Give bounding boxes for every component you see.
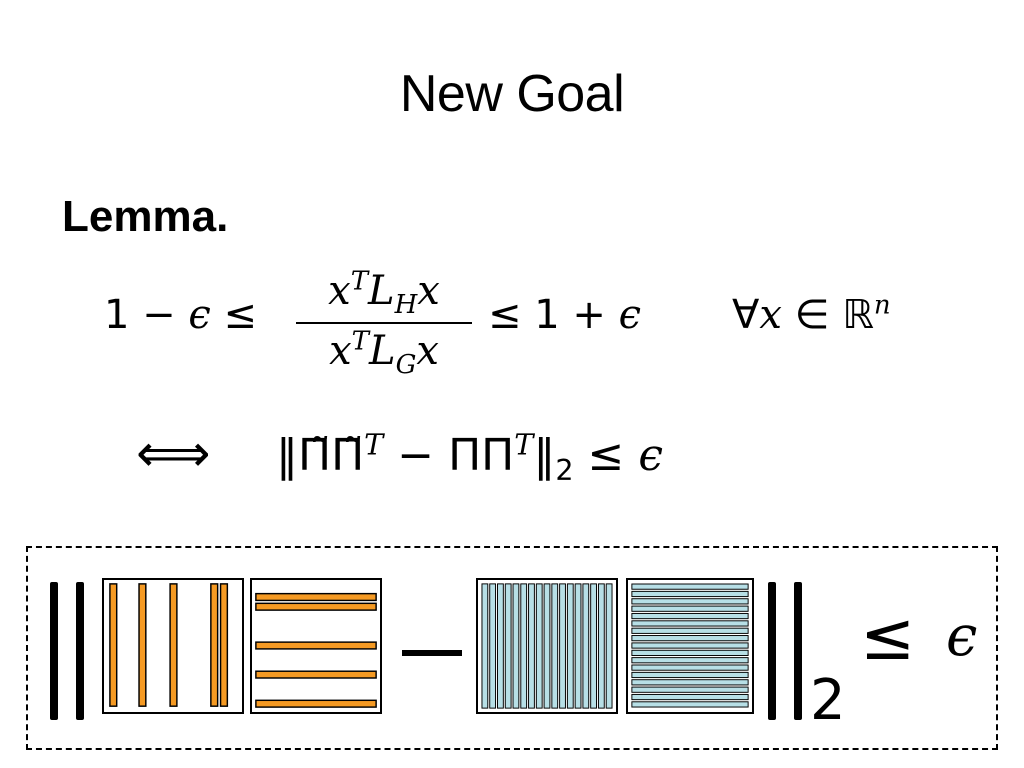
dense-column-bar [543,583,551,709]
dense-row-bar [631,598,749,605]
dense-row-bar [631,605,749,612]
row-bar [255,592,377,602]
epsilon-symbol: ϵ [946,604,978,669]
dense-row-bar [631,620,749,627]
fraction-bar [296,322,472,324]
dense-row-bar [631,693,749,701]
dense-column-bar [535,583,543,709]
dense-column-bar [590,583,597,709]
eq1-rhs: ≤ 1 + ϵ [488,292,642,338]
row-bar [255,699,377,708]
norm-bar-left-2 [76,582,84,720]
row-bar [255,670,377,679]
dense-row-bar [631,612,749,620]
column-bar [210,583,219,707]
dense-row-bar [631,657,749,664]
dense-column-bar [512,583,520,709]
eq1-lhs: 1 − ϵ ≤ [104,292,258,338]
dense-column-bar [582,583,590,709]
minus-sign [402,650,462,656]
norm-bar-right-1 [768,582,776,720]
row-bar [255,641,377,650]
dense-column-bar [481,583,489,709]
sparse-column-matrix [102,578,244,714]
dense-column-bar [566,583,574,709]
dense-column-bar [489,583,497,709]
norm-expression: ‖Π̃Π̃T − ΠΠT‖2 ≤ ϵ [276,427,664,487]
dense-column-bar [497,583,504,709]
fraction-numerator: xTLHx [328,266,440,320]
norm-bar-left-1 [50,582,58,720]
dense-row-bar [631,635,749,642]
dense-column-bar [574,583,582,709]
dense-row-bar [631,686,749,693]
dense-column-bar [520,583,528,709]
leq-symbol: ≤ [860,598,916,675]
eq1-quantifier: ∀x ∈ ℝn [732,290,891,338]
dense-column-bar [504,583,512,709]
dense-column-bar [605,583,613,709]
dense-column-matrix [476,578,618,714]
matrix-illustration-box [26,546,998,750]
dense-row-matrix [626,578,754,714]
dense-column-bar [559,583,566,709]
slide-title: New Goal [399,65,625,123]
dense-row-bar [631,679,749,686]
rayleigh-fraction: xTLHx xTLGx [296,268,472,386]
column-bar [169,583,178,707]
column-bar [109,583,118,707]
norm-bar-right-2 [794,582,802,720]
dense-column-bar [597,583,605,709]
dense-row-bar [631,701,749,708]
norm-subscript: 2 [810,668,846,733]
sparse-row-matrix [250,578,382,714]
iff-symbol: ⟺ [136,424,211,484]
row-bar [255,602,377,611]
dense-row-bar [631,671,749,679]
dense-row-bar [631,642,749,649]
dense-row-bar [631,649,749,656]
dense-column-bar [528,583,535,709]
dense-row-bar [631,627,749,634]
column-bar [138,583,147,707]
dense-row-bar [631,664,749,671]
dense-column-bar [551,583,559,709]
column-bar [219,583,229,707]
dense-row-bar [631,583,749,590]
lemma-label: Lemma. [62,192,229,241]
dense-row-bar [631,590,749,598]
fraction-denominator: xTLGx [329,326,439,380]
